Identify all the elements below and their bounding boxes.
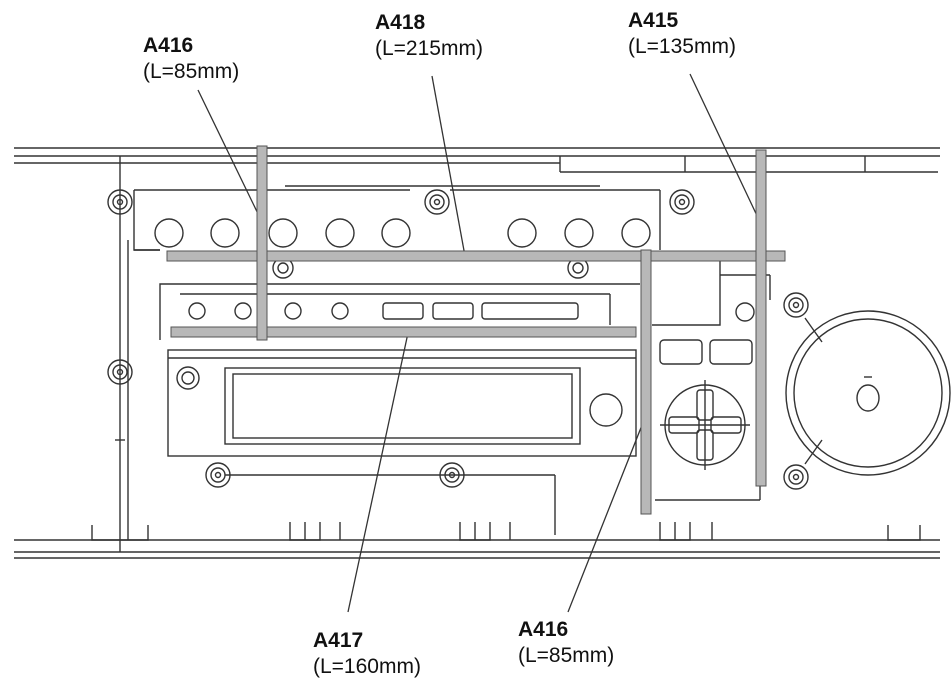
leader-a415 — [689, 73, 761, 223]
leader-a416-bottom — [567, 409, 649, 613]
leader-a417 — [347, 332, 409, 613]
callout-a416-top: A416 (L=85mm) — [143, 33, 239, 84]
callout-length: (L=160mm) — [313, 654, 421, 678]
strip-a415 — [755, 149, 767, 487]
upper-board — [133, 185, 661, 251]
callout-a415: A415 (L=135mm) — [628, 8, 736, 59]
cushion-strips — [166, 145, 786, 515]
leader-a418 — [431, 75, 466, 257]
callout-a418: A418 (L=215mm) — [375, 10, 483, 61]
panel-frame — [14, 147, 940, 559]
display-module — [167, 349, 637, 535]
leader-a416-top — [197, 89, 263, 223]
leader-lines — [197, 73, 761, 613]
middle-board — [159, 283, 640, 340]
strip-a416-top — [256, 145, 268, 341]
callout-code: A416 — [518, 618, 569, 641]
upper-knobs — [154, 218, 651, 248]
strip-a418 — [166, 250, 786, 262]
callout-length: (L=135mm) — [628, 34, 736, 58]
callout-code: A417 — [313, 629, 364, 652]
callout-code: A415 — [628, 9, 679, 32]
right-cluster — [652, 254, 771, 501]
bottom-tabs — [91, 439, 921, 552]
callout-length: (L=215mm) — [375, 36, 483, 60]
speaker — [785, 310, 951, 476]
callout-a417: A417 (L=160mm) — [313, 628, 421, 679]
callout-code: A416 — [143, 34, 194, 57]
strip-a417 — [170, 326, 637, 338]
callout-code: A418 — [375, 11, 426, 34]
callout-length: (L=85mm) — [143, 59, 240, 83]
callout-a416-bottom: A416 (L=85mm) — [518, 617, 614, 668]
strip-a416-bottom — [640, 249, 652, 515]
callout-length: (L=85mm) — [518, 643, 615, 667]
